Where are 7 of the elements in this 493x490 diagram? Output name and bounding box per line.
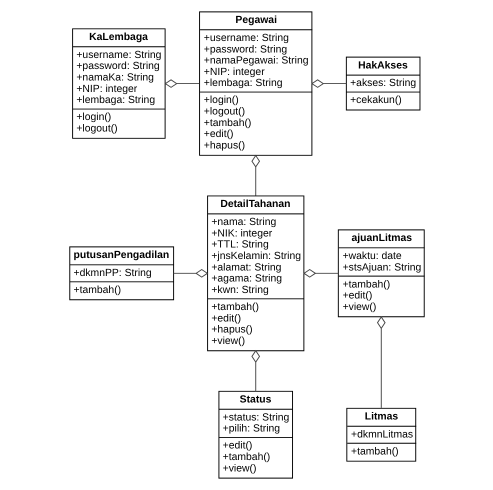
connector: [164, 79, 200, 88]
connector: [250, 154, 260, 196]
connector: [302, 268, 338, 278]
connector: [376, 316, 386, 408]
connector: [172, 268, 208, 278]
connector: [310, 79, 346, 88]
connector: [250, 350, 260, 392]
